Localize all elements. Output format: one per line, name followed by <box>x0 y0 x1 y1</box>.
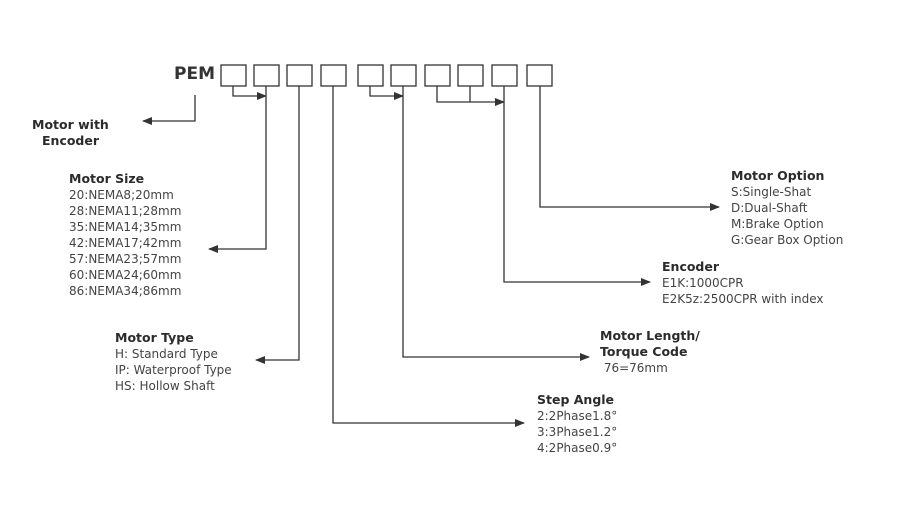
motor-length-item: 76=76mm <box>600 361 668 375</box>
code-box-7 <box>424 64 451 87</box>
motor-type-item: HS: Hollow Shaft <box>115 379 215 393</box>
motor-size-item: 28:NEMA11;28mm <box>69 204 182 218</box>
step-angle-title: Step Angle <box>537 392 615 407</box>
motor-option-item: G:Gear Box Option <box>731 233 844 247</box>
code-box-3 <box>286 64 313 87</box>
motor-length-title-line-1: Motor Length/ <box>600 328 700 343</box>
code-box-9 <box>491 64 518 87</box>
connector-encoder-join <box>436 86 505 106</box>
connector-motor-size <box>208 86 267 253</box>
code-box-1 <box>220 64 247 87</box>
motor-size-item: 35:NEMA14;35mm <box>69 220 182 234</box>
motor-size-item: 42:NEMA17;42mm <box>69 236 182 250</box>
motor-size-block: Motor Size 20:NEMA8;20mm 28:NEMA11;28mm … <box>69 171 181 299</box>
motor-with-encoder-line-2: Encoder <box>42 133 100 148</box>
code-box-8 <box>457 64 484 87</box>
motor-length-title-line-2: Torque Code <box>600 344 688 359</box>
connector-step-angle <box>332 86 525 427</box>
step-angle-item: 4:2Phase0.9° <box>537 441 618 455</box>
motor-type-block: Motor Type H: Standard Type IP: Waterpro… <box>115 330 232 394</box>
code-box-4 <box>320 64 347 87</box>
step-angle-block: Step Angle 2:2Phase1.8° 3:3Phase1.2° 4:2… <box>537 392 617 456</box>
encoder-title: Encoder <box>662 259 720 274</box>
code-box-10 <box>526 64 553 87</box>
connector-motor-size-join <box>232 86 267 100</box>
motor-size-title: Motor Size <box>69 171 145 186</box>
encoder-item: E1K:1000CPR <box>662 276 744 290</box>
motor-length-block: Motor Length/ Torque Code 76=76mm <box>600 328 700 376</box>
motor-size-item: 86:NEMA34;86mm <box>69 284 182 298</box>
step-angle-item: 3:3Phase1.2° <box>537 425 618 439</box>
motor-type-title: Motor Type <box>115 330 194 345</box>
code-box-5 <box>357 64 384 87</box>
code-box-2 <box>253 64 280 87</box>
motor-option-title: Motor Option <box>731 168 825 183</box>
motor-option-item: D:Dual-Shaft <box>731 201 808 215</box>
encoder-block: Encoder E1K:1000CPR E2K5z:2500CPR with i… <box>662 259 823 307</box>
motor-type-item: H: Standard Type <box>115 347 218 361</box>
connector-motor-length <box>402 86 590 361</box>
motor-with-encoder-line-1: Motor with <box>32 117 109 132</box>
motor-option-item: S:Single-Shat <box>731 185 812 199</box>
connector-motor-option <box>539 86 720 211</box>
connector-encoder <box>503 86 651 286</box>
motor-size-item: 60:NEMA24;60mm <box>69 268 182 282</box>
code-box-6 <box>390 64 417 87</box>
connector-motor-type <box>255 86 300 364</box>
encoder-item: E2K5z:2500CPR with index <box>662 292 824 306</box>
motor-size-item: 20:NEMA8;20mm <box>69 188 174 202</box>
motor-option-block: Motor Option S:Single-Shat D:Dual-Shaft … <box>731 168 843 248</box>
motor-with-encoder-label: Motor with Encoder <box>32 117 109 149</box>
step-angle-item: 2:2Phase1.8° <box>537 409 618 423</box>
connector-motor-length-join <box>369 86 404 100</box>
motor-size-item: 57:NEMA23;57mm <box>69 252 182 266</box>
model-prefix: PEM <box>174 64 215 84</box>
motor-option-item: M:Brake Option <box>731 217 824 231</box>
motor-type-item: IP: Waterproof Type <box>115 363 232 377</box>
connector-motor-with-encoder <box>142 95 196 125</box>
